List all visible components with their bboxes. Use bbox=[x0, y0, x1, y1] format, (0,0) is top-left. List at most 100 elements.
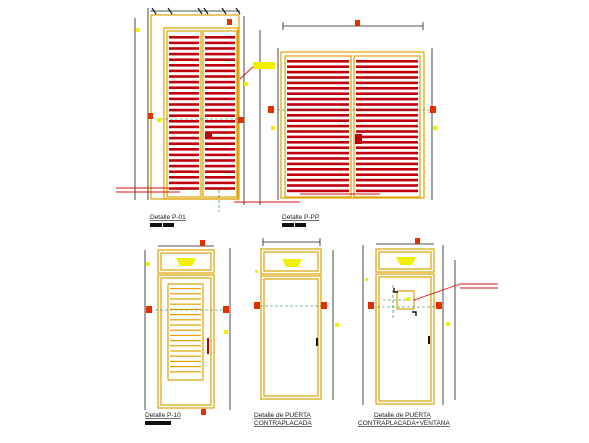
louver-slat bbox=[169, 52, 199, 56]
pp-handle bbox=[355, 134, 362, 144]
louver-slat bbox=[356, 146, 418, 149]
louver-slat bbox=[287, 135, 349, 139]
louver-slat bbox=[356, 87, 418, 90]
louver-slat bbox=[287, 141, 349, 144]
louver-slat bbox=[169, 58, 199, 61]
louver-slat bbox=[169, 103, 199, 106]
louver-slat bbox=[205, 120, 235, 123]
louver-slat bbox=[169, 86, 199, 89]
caption-p01: Detalle P-01 bbox=[150, 214, 186, 221]
cv-dimension-lines bbox=[362, 243, 456, 405]
louver-slat bbox=[356, 157, 418, 160]
louver-slat bbox=[169, 131, 199, 134]
caption-ventana-line2: CONTRAPLACADA+VENTANA bbox=[358, 420, 450, 427]
louver-slat bbox=[205, 41, 235, 45]
p10-handle bbox=[207, 338, 209, 354]
cp-dimension-lines bbox=[262, 238, 334, 400]
louver-slat bbox=[287, 119, 349, 122]
louver-slat bbox=[170, 371, 201, 373]
cv-leader bbox=[413, 283, 498, 301]
cv-window-corner-marks bbox=[393, 288, 417, 316]
louver-slat bbox=[287, 87, 349, 90]
p01-tags bbox=[148, 19, 244, 123]
louver-slat bbox=[287, 157, 349, 160]
louver-slat bbox=[205, 75, 235, 78]
louver-slat bbox=[287, 60, 349, 63]
louver-slat bbox=[169, 164, 199, 168]
louver-slat bbox=[205, 181, 235, 185]
louver-slat bbox=[205, 142, 235, 145]
louver-slat bbox=[287, 76, 349, 79]
louver-slat bbox=[205, 114, 235, 117]
louver-slat bbox=[205, 176, 235, 179]
louver-slat bbox=[169, 47, 199, 50]
louver-slat bbox=[287, 92, 349, 95]
cp-frame bbox=[260, 248, 322, 400]
louver-slat bbox=[205, 36, 235, 39]
louver-slat bbox=[170, 329, 201, 331]
louver-slat bbox=[205, 148, 235, 151]
louver-slat bbox=[287, 114, 349, 117]
louver-slat bbox=[169, 80, 199, 84]
caption-contraplacada-line2: CONTRAPLACADA bbox=[254, 420, 312, 427]
cv-yellow-markers bbox=[365, 278, 450, 326]
louver-slat bbox=[169, 159, 199, 162]
louver-slat bbox=[356, 97, 418, 101]
louver-slat bbox=[170, 293, 201, 295]
louver-slat bbox=[205, 64, 235, 67]
louver-slat bbox=[170, 314, 201, 316]
pp-tags bbox=[268, 20, 436, 113]
p01-red-leader-lines bbox=[116, 61, 300, 203]
caption-p10: Detalle P-10 bbox=[145, 412, 181, 419]
louver-slat bbox=[205, 164, 235, 168]
louver-slat bbox=[205, 170, 235, 173]
louver-slat bbox=[356, 92, 418, 95]
louver-slat bbox=[170, 340, 201, 342]
p01-left-leaf-slats bbox=[169, 36, 199, 190]
louver-slat bbox=[169, 153, 199, 157]
p10-tags bbox=[146, 240, 229, 415]
louver-slat bbox=[169, 142, 199, 145]
louver-slat bbox=[169, 41, 199, 45]
louver-slat bbox=[356, 65, 418, 68]
cp-tags bbox=[254, 302, 327, 309]
louver-slat bbox=[205, 187, 235, 190]
louver-slat bbox=[287, 146, 349, 149]
p10-transom-plates bbox=[176, 258, 196, 266]
louver-slat bbox=[170, 355, 201, 357]
detail-contraplacada-ventana bbox=[362, 238, 498, 405]
louver-slat bbox=[170, 350, 201, 352]
louver-slat bbox=[169, 125, 199, 129]
louver-slat bbox=[169, 114, 199, 117]
caption-p01-group: Detalle P-01 bbox=[150, 214, 186, 228]
louver-slat bbox=[356, 151, 418, 155]
louver-slat bbox=[287, 168, 349, 171]
p10-frame bbox=[157, 249, 215, 409]
louver-slat bbox=[170, 324, 201, 326]
louver-slat bbox=[169, 97, 199, 101]
p01-right-leaf-slats bbox=[205, 36, 235, 190]
louver-slat bbox=[356, 130, 418, 133]
louver-slat bbox=[356, 184, 418, 187]
caption-contraplacada-group: Detalle de PUERTA CONTRAPLACADA bbox=[254, 412, 312, 427]
louver-slat bbox=[205, 159, 235, 162]
louver-slat bbox=[170, 345, 201, 347]
louver-slat bbox=[170, 366, 201, 368]
louver-slat bbox=[287, 81, 349, 85]
caption-p10-scale-bar bbox=[145, 421, 171, 425]
louver-slat bbox=[205, 103, 235, 106]
detail-p10 bbox=[144, 240, 231, 415]
p10-louver-slats bbox=[170, 288, 201, 373]
louver-slat bbox=[356, 124, 418, 128]
louver-slat bbox=[356, 81, 418, 85]
p01-yellow-markers bbox=[136, 28, 275, 122]
louver-slat bbox=[205, 58, 235, 61]
cp-yellow-markers bbox=[255, 270, 339, 327]
pp-left-leaf-slats bbox=[287, 60, 349, 193]
louver-slat bbox=[356, 178, 418, 182]
louver-slat bbox=[356, 70, 418, 74]
detail-contraplacada bbox=[254, 238, 339, 400]
louver-slat bbox=[170, 360, 201, 362]
cv-frame bbox=[375, 248, 435, 405]
